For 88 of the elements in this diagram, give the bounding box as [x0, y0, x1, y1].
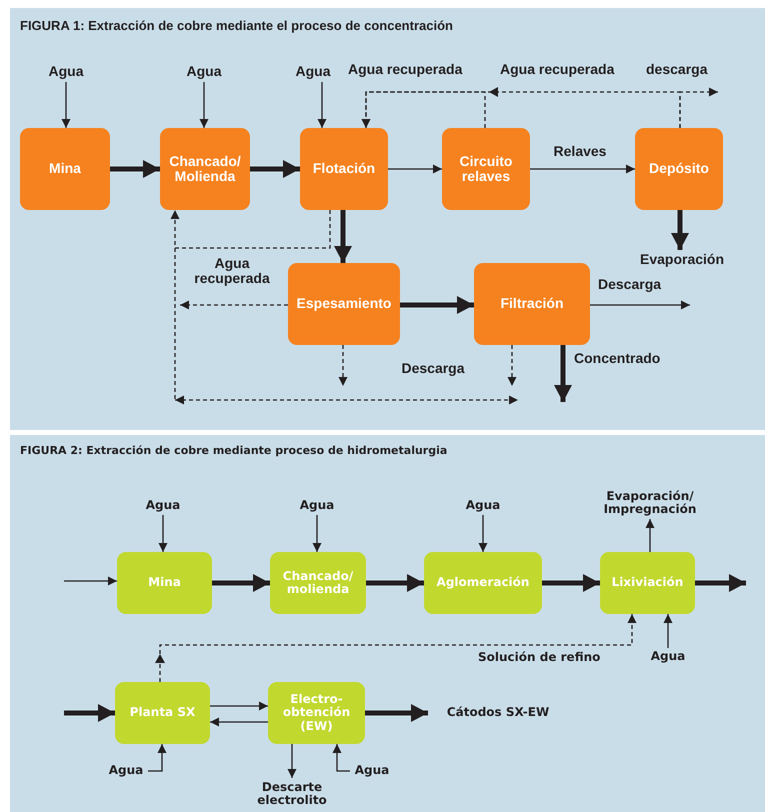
process-box: [115, 682, 210, 744]
process-label: Mina: [49, 161, 81, 177]
arrow: [334, 210, 352, 263]
dashed-arrow: [180, 300, 288, 310]
figure-title: FIGURA 2: Extracción de cobre mediante proceso de hidrometalurgia: [20, 444, 448, 457]
process-label: Flotación: [312, 161, 376, 177]
process-box: [270, 552, 366, 614]
arrow: [288, 744, 296, 778]
process-label: Chancado/ Molienda: [168, 154, 242, 184]
edge-label: Relaves: [552, 144, 608, 160]
edge-label: Descarga: [598, 277, 662, 292]
arrow: [210, 718, 268, 726]
edge-label: Agua recuperada: [348, 62, 464, 78]
arrow: [388, 164, 442, 174]
flow-label: Agua: [146, 499, 180, 513]
arrow: [64, 576, 117, 586]
process-box: [442, 128, 530, 210]
arrow: [200, 82, 208, 128]
arrow: [366, 574, 424, 592]
arrow: [695, 574, 746, 592]
flow-label: Agua: [108, 764, 144, 778]
process-label: Depósito: [649, 161, 709, 177]
process-label: Planta SX: [130, 706, 196, 720]
flow-label: Agua: [300, 499, 334, 513]
edge-label: Agua recuperada: [193, 256, 271, 287]
process-box: [635, 128, 723, 210]
flow-label: Evaporación: [640, 252, 724, 268]
process-box: [600, 552, 695, 614]
arrow: [312, 515, 322, 552]
arrow: [672, 210, 688, 250]
flow-label: Descarga: [400, 361, 466, 376]
process-label: Lixiviación: [612, 576, 684, 590]
edge-label: descarga: [646, 62, 709, 78]
flow-label: Evaporación/ Impregnación: [602, 490, 698, 516]
arrow: [664, 614, 672, 648]
edge-label: Solución de refino: [478, 651, 602, 664]
arrow: [400, 296, 474, 314]
edge-label: Concentrado: [574, 351, 662, 366]
process-label: Circuito relaves: [458, 154, 514, 184]
arrow: [62, 82, 70, 128]
arrow: [332, 744, 350, 772]
flow-label: Agua: [186, 64, 222, 80]
process-box: [474, 263, 590, 345]
process-label: Filtración: [500, 296, 564, 312]
process-label: Aglomeración: [436, 576, 530, 590]
arrow: [646, 519, 654, 552]
process-box: [288, 263, 400, 345]
flow-label: Agua: [650, 650, 686, 664]
arrow: [542, 574, 600, 592]
arrow: [478, 515, 488, 552]
arrow: [64, 704, 115, 722]
process-box: [424, 552, 542, 614]
flow-label: Agua: [466, 499, 500, 513]
dashed-arrow: [170, 210, 331, 249]
process-box: [268, 682, 365, 744]
flow-label: Cátodos SX-EW: [446, 706, 550, 720]
dashed-arrow: [338, 345, 348, 386]
edge-label: Agua recuperada: [500, 62, 616, 78]
arrow: [250, 160, 300, 178]
arrow: [212, 574, 270, 592]
arrow: [365, 704, 428, 722]
flow-label: Agua: [296, 64, 330, 80]
arrow: [554, 345, 572, 402]
figure-panel: [10, 8, 765, 430]
arrow: [148, 744, 166, 772]
process-label: Electro- obtención (EW): [282, 693, 352, 733]
arrow: [530, 164, 635, 174]
process-label: Espesamiento: [296, 296, 392, 312]
arrow: [590, 300, 690, 310]
flow-label: Agua: [354, 764, 390, 778]
process-box: [117, 552, 212, 614]
process-label: Chancado/ molienda: [282, 570, 354, 596]
process-box: [20, 128, 110, 210]
figure-panel: [10, 435, 765, 812]
process-box: [300, 128, 388, 210]
arrow: [318, 82, 326, 128]
flow-label: Descarte electrolito: [256, 780, 328, 808]
dashed-arrow: [159, 614, 636, 682]
arrow: [158, 515, 168, 552]
dashed-arrow: [362, 91, 681, 128]
arrow: [110, 160, 160, 178]
flow-label: Agua: [48, 64, 84, 80]
figure-title: FIGURA 1: Extracción de cobre mediante el proceso de concentración: [20, 18, 453, 33]
dashed-arrow: [679, 88, 718, 128]
dashed-arrow: [508, 345, 516, 386]
process-box: [160, 128, 250, 210]
arrow: [210, 702, 268, 710]
process-label: Mina: [148, 576, 181, 590]
